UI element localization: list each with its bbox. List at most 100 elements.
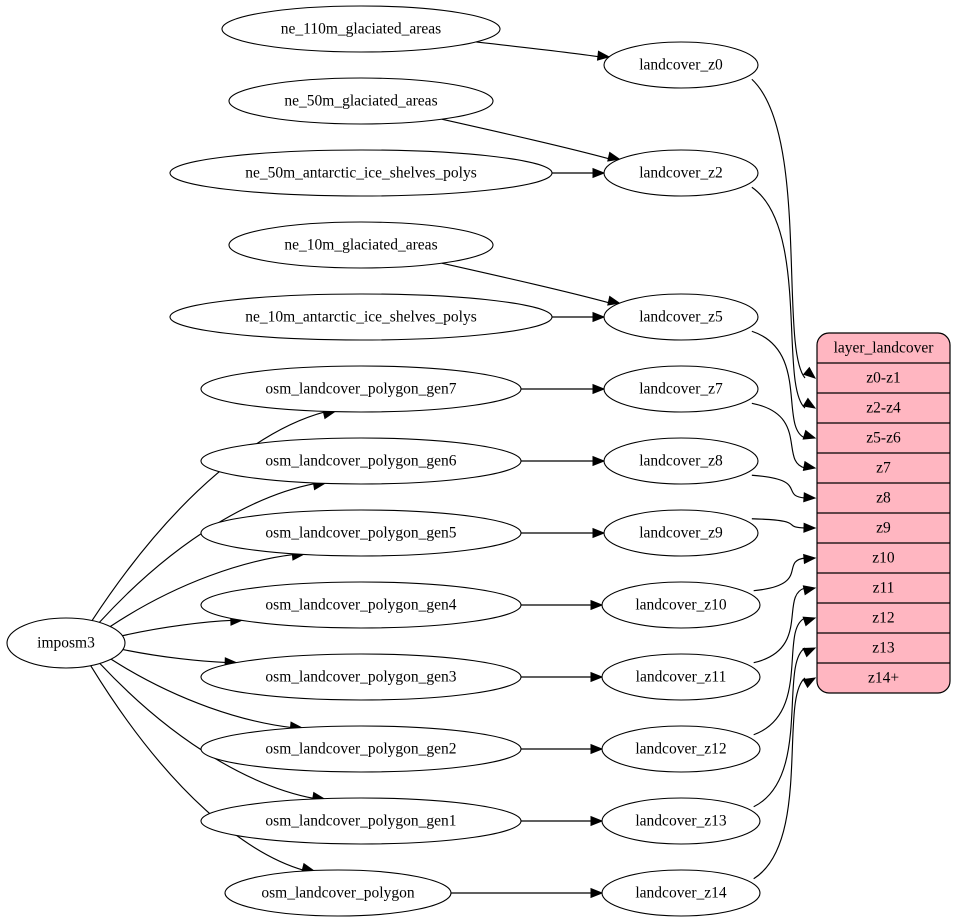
node-ellipse-landcover_z12 — [601, 725, 761, 773]
node-label-landcover_z12: landcover_z12 — [635, 741, 726, 758]
layer-table-row-z13[interactable]: z13 — [872, 640, 895, 657]
edge-arrowhead — [803, 522, 817, 533]
node-label-ne_50m_glaciated_areas: ne_50m_glaciated_areas — [284, 93, 437, 110]
layer-table-row-z9[interactable]: z9 — [876, 520, 891, 537]
node-ne_10m_antarctic_ice_shelves_polys[interactable]: ne_10m_antarctic_ice_shelves_polys — [169, 293, 553, 341]
edge-arrowhead — [590, 887, 604, 899]
edge-arrowhead — [802, 585, 817, 596]
node-osm_landcover_polygon_gen4[interactable]: osm_landcover_polygon_gen4 — [200, 581, 522, 629]
node-osm_landcover_polygon[interactable]: osm_landcover_polygon — [224, 869, 452, 917]
node-label-ne_10m_glaciated_areas: ne_10m_glaciated_areas — [284, 237, 437, 254]
layer-table-row-z11[interactable]: z11 — [873, 580, 895, 597]
nodes-layer: ne_110m_glaciated_areas ne_50m_glaciated_… — [6, 5, 761, 917]
edge-arrowhead — [592, 455, 606, 467]
node-ellipse-osm_landcover_polygon_gen2 — [200, 725, 522, 773]
node-ellipse-ne_10m_antarctic_ice_shelves_polys — [169, 293, 553, 341]
node-ellipse-osm_landcover_polygon_gen5 — [200, 509, 522, 557]
edge-arrowhead — [596, 50, 611, 61]
node-ne_50m_glaciated_areas[interactable]: ne_50m_glaciated_areas — [228, 77, 494, 125]
node-landcover_z11[interactable]: landcover_z11 — [601, 653, 761, 701]
node-ellipse-landcover_z11 — [601, 653, 761, 701]
node-label-ne_110m_glaciated_areas: ne_110m_glaciated_areas — [281, 21, 441, 38]
node-landcover_z2[interactable]: landcover_z2 — [603, 149, 759, 197]
node-label-landcover_z13: landcover_z13 — [635, 813, 726, 830]
edge-landcover_z5-to-z5-z6 — [751, 330, 806, 439]
node-label-landcover_z7: landcover_z7 — [639, 381, 723, 398]
node-ellipse-osm_landcover_polygon_gen7 — [200, 365, 522, 413]
node-landcover_z13[interactable]: landcover_z13 — [601, 797, 761, 845]
edge-ne_110m_glaciated_areas-to-landcover_z0 — [475, 41, 601, 58]
layer-table-row-z2-z4[interactable]: z2-z4 — [866, 400, 901, 417]
edge-arrowhead — [803, 492, 817, 503]
edge-landcover_z2-to-z2-z4 — [751, 186, 806, 409]
node-label-landcover_z9: landcover_z9 — [639, 525, 723, 542]
layer-landcover-table: layer_landcoverz0-z1z2-z4z5-z6z7z8z9z10z… — [816, 332, 951, 694]
node-label-landcover_z8: landcover_z8 — [639, 453, 723, 470]
layer-table-row-z7[interactable]: z7 — [876, 460, 891, 477]
edge-imposm3-to-osm_landcover_polygon_gen2 — [110, 658, 293, 729]
node-label-osm_landcover_polygon_gen4: osm_landcover_polygon_gen4 — [265, 597, 456, 614]
layer-table-row-z8[interactable]: z8 — [876, 490, 891, 507]
edge-arrowhead — [590, 743, 604, 755]
node-label-osm_landcover_polygon_gen5: osm_landcover_polygon_gen5 — [265, 525, 456, 542]
edge-landcover_z10-to-z10 — [753, 557, 806, 592]
edge-arrowhead — [802, 677, 817, 689]
node-ellipse-landcover_z14 — [601, 869, 761, 917]
node-osm_landcover_polygon_gen1[interactable]: osm_landcover_polygon_gen1 — [200, 797, 522, 845]
node-ellipse-landcover_z13 — [601, 797, 761, 845]
node-ellipse-osm_landcover_polygon_gen4 — [200, 581, 522, 629]
node-landcover_z12[interactable]: landcover_z12 — [601, 725, 761, 773]
node-ellipse-ne_10m_glaciated_areas — [228, 221, 494, 269]
edge-landcover_z0-to-z0-z1 — [751, 78, 806, 379]
node-label-osm_landcover_polygon_gen3: osm_landcover_polygon_gen3 — [265, 669, 456, 686]
node-label-landcover_z5: landcover_z5 — [639, 309, 723, 326]
layer-table-row-z5-z6[interactable]: z5-z6 — [866, 430, 901, 447]
node-ellipse-landcover_z5 — [603, 293, 759, 341]
edge-arrowhead — [590, 599, 604, 611]
edge-arrowhead — [802, 397, 817, 409]
node-landcover_z9[interactable]: landcover_z9 — [603, 509, 759, 557]
layer-table-row-z14+[interactable]: z14+ — [868, 670, 899, 687]
edge-arrowhead — [802, 366, 817, 379]
edge-arrowhead — [592, 311, 606, 323]
node-ellipse-landcover_z2 — [603, 149, 759, 197]
node-ne_110m_glaciated_areas[interactable]: ne_110m_glaciated_areas — [221, 5, 501, 53]
edge-arrowhead — [590, 815, 604, 827]
node-ellipse-osm_landcover_polygon — [224, 869, 452, 917]
edge-arrowhead — [592, 383, 606, 395]
edge-imposm3-to-osm_landcover_polygon_gen5 — [109, 553, 295, 627]
layer-table-row-z12[interactable]: z12 — [872, 610, 894, 627]
edge-landcover_z14-to-z14+ — [753, 677, 806, 880]
edge-landcover_z7-to-z7 — [751, 402, 806, 469]
node-osm_landcover_polygon_gen6[interactable]: osm_landcover_polygon_gen6 — [200, 437, 522, 485]
node-label-landcover_z2: landcover_z2 — [639, 165, 723, 182]
edges-layer — [90, 41, 817, 899]
edge-arrowhead — [592, 167, 606, 179]
node-ellipse-landcover_z0 — [603, 41, 759, 89]
node-ne_10m_glaciated_areas[interactable]: ne_10m_glaciated_areas — [228, 221, 494, 269]
node-label-osm_landcover_polygon_gen2: osm_landcover_polygon_gen2 — [265, 741, 456, 758]
node-imposm3[interactable]: imposm3 — [6, 617, 126, 669]
node-label-osm_landcover_polygon_gen7: osm_landcover_polygon_gen7 — [265, 381, 456, 398]
node-ne_50m_antarctic_ice_shelves_polys[interactable]: ne_50m_antarctic_ice_shelves_polys — [169, 149, 553, 197]
node-landcover_z7[interactable]: landcover_z7 — [603, 365, 759, 413]
node-landcover_z10[interactable]: landcover_z10 — [601, 581, 761, 629]
node-ellipse-imposm3 — [6, 617, 126, 669]
node-landcover_z5[interactable]: landcover_z5 — [603, 293, 759, 341]
layer-table-row-z0-z1[interactable]: z0-z1 — [866, 370, 900, 387]
node-osm_landcover_polygon_gen7[interactable]: osm_landcover_polygon_gen7 — [200, 365, 522, 413]
node-osm_landcover_polygon_gen3[interactable]: osm_landcover_polygon_gen3 — [200, 653, 522, 701]
node-label-landcover_z10: landcover_z10 — [635, 597, 726, 614]
node-ellipse-ne_50m_glaciated_areas — [228, 77, 494, 125]
node-osm_landcover_polygon_gen5[interactable]: osm_landcover_polygon_gen5 — [200, 509, 522, 557]
layer-table-row-z10[interactable]: z10 — [872, 550, 895, 567]
node-landcover_z0[interactable]: landcover_z0 — [603, 41, 759, 89]
node-osm_landcover_polygon_gen2[interactable]: osm_landcover_polygon_gen2 — [200, 725, 522, 773]
node-label-osm_landcover_polygon: osm_landcover_polygon — [261, 885, 415, 902]
node-landcover_z8[interactable]: landcover_z8 — [603, 437, 759, 485]
node-ellipse-osm_landcover_polygon_gen6 — [200, 437, 522, 485]
node-landcover_z14[interactable]: landcover_z14 — [601, 869, 761, 917]
edge-arrowhead — [592, 527, 606, 539]
edge-ne_50m_glaciated_areas-to-landcover_z2 — [441, 118, 611, 160]
node-ellipse-landcover_z9 — [603, 509, 759, 557]
